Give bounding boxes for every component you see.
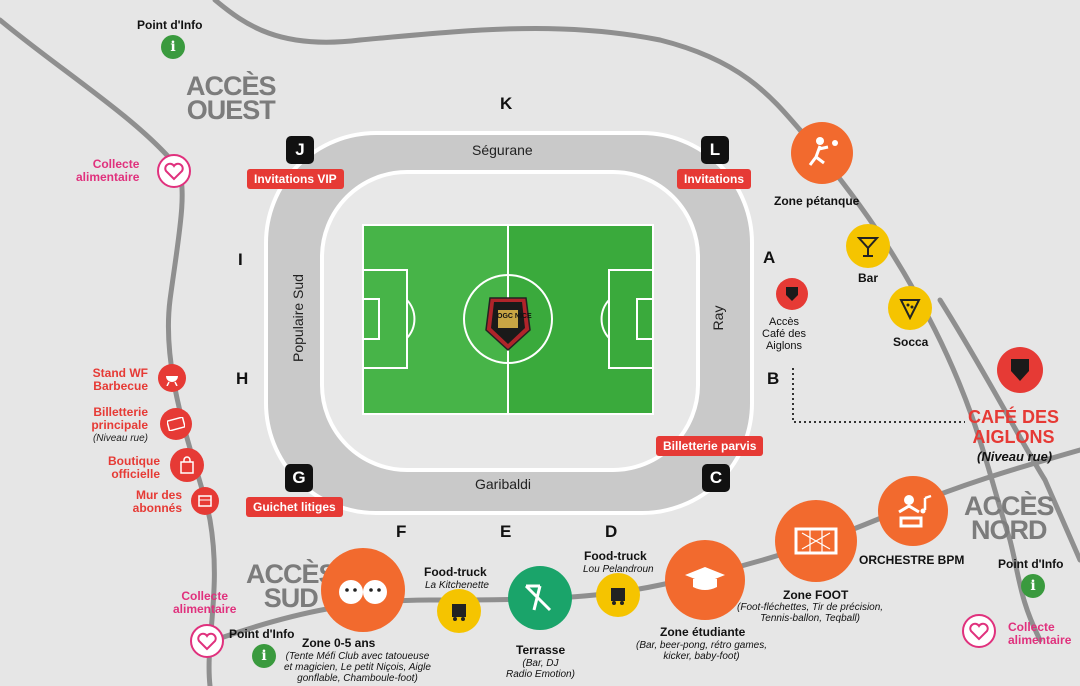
petanque-icon[interactable] — [791, 122, 853, 184]
kids-faces-icon[interactable] — [321, 548, 405, 632]
gate-k: K — [500, 94, 513, 113]
etudiante-sub: (Bar, beer-pong, rétro games,kicker, bab… — [636, 640, 767, 662]
graduation-cap-icon[interactable] — [665, 540, 745, 620]
info-label-south: Point d'Info — [229, 627, 295, 641]
info-label-top: Point d'Info — [137, 18, 203, 32]
heart-hands-icon[interactable] — [157, 154, 191, 188]
tag-guichet-litiges: Guichet litiges — [246, 497, 343, 517]
gate-e: E — [500, 522, 512, 541]
ft1-sub: La Kitchenette — [425, 580, 489, 591]
zone05-title: Zone 0-5 ans — [302, 636, 376, 650]
gate-h: H — [236, 369, 249, 388]
info-icon[interactable]: i — [1021, 574, 1045, 598]
tag-invitations: Invitations — [677, 169, 752, 189]
gate-d: D — [605, 522, 618, 541]
pizza-slice-icon[interactable] — [888, 286, 932, 330]
orchestre-label: ORCHESTRE BPM — [859, 553, 965, 567]
stand-south: Garibaldi — [475, 476, 532, 492]
musician-icon[interactable] — [878, 476, 948, 546]
road-east — [797, 127, 1043, 643]
ft1-title: Food-truck — [424, 565, 487, 579]
barbecue-icon[interactable] — [158, 364, 186, 392]
stand-west: Populaire Sud — [290, 274, 306, 362]
gate-j: J — [286, 136, 314, 164]
cafe-subtitle: (Niveau rue) — [977, 449, 1053, 464]
foot-sub: (Foot-fléchettes, Tir de précision,Tenni… — [737, 602, 884, 624]
cocktail-icon[interactable] — [846, 224, 890, 268]
gate-a: A — [763, 248, 776, 267]
tag-invitations-vip: Invitations VIP — [247, 169, 344, 189]
goal-icon[interactable] — [775, 500, 857, 582]
gate-b: B — [767, 369, 780, 388]
road-north — [212, 0, 803, 133]
deckchair-icon[interactable] — [508, 566, 572, 630]
wall-icon[interactable] — [191, 487, 219, 515]
heart-hands-icon[interactable] — [962, 614, 996, 648]
gate-l: L — [701, 136, 729, 164]
bar-label: Bar — [858, 271, 879, 285]
info-label-north: Point d'Info — [998, 557, 1064, 571]
crest-text: OGC NICE — [497, 313, 532, 320]
crest-center — [485, 297, 531, 352]
gate-f: F — [396, 522, 407, 541]
cafe-connector — [792, 368, 965, 423]
stand-east: Ray — [710, 305, 726, 331]
shopping-bag-icon[interactable] — [170, 448, 204, 482]
ft2-title: Food-truck — [584, 549, 647, 563]
road-west — [0, 17, 217, 686]
terrasse-title: Terrasse — [516, 643, 566, 657]
heart-hands-icon[interactable] — [190, 624, 224, 658]
food-truck-icon[interactable] — [596, 573, 640, 617]
gate-c: C — [702, 464, 730, 492]
socca-label: Socca — [893, 335, 929, 349]
stand-north: Ségurane — [472, 142, 533, 158]
gate-g: G — [285, 464, 313, 492]
food-truck-icon[interactable] — [437, 589, 481, 633]
info-icon[interactable]: i — [161, 35, 185, 59]
crest-icon[interactable] — [997, 347, 1043, 393]
ft2-sub: Lou Pelandroun — [583, 564, 654, 575]
tag-billetterie-parvis: Billetterie parvis — [656, 436, 764, 456]
foot-title: Zone FOOT — [783, 588, 849, 602]
petanque-label: Zone pétanque — [774, 194, 860, 208]
crest-icon[interactable] — [776, 278, 808, 310]
road-east-2 — [937, 297, 1080, 563]
etudiante-title: Zone étudiante — [660, 625, 746, 639]
gate-i: I — [238, 250, 243, 269]
ticket-icon[interactable] — [160, 408, 192, 440]
info-icon[interactable]: i — [252, 644, 276, 668]
